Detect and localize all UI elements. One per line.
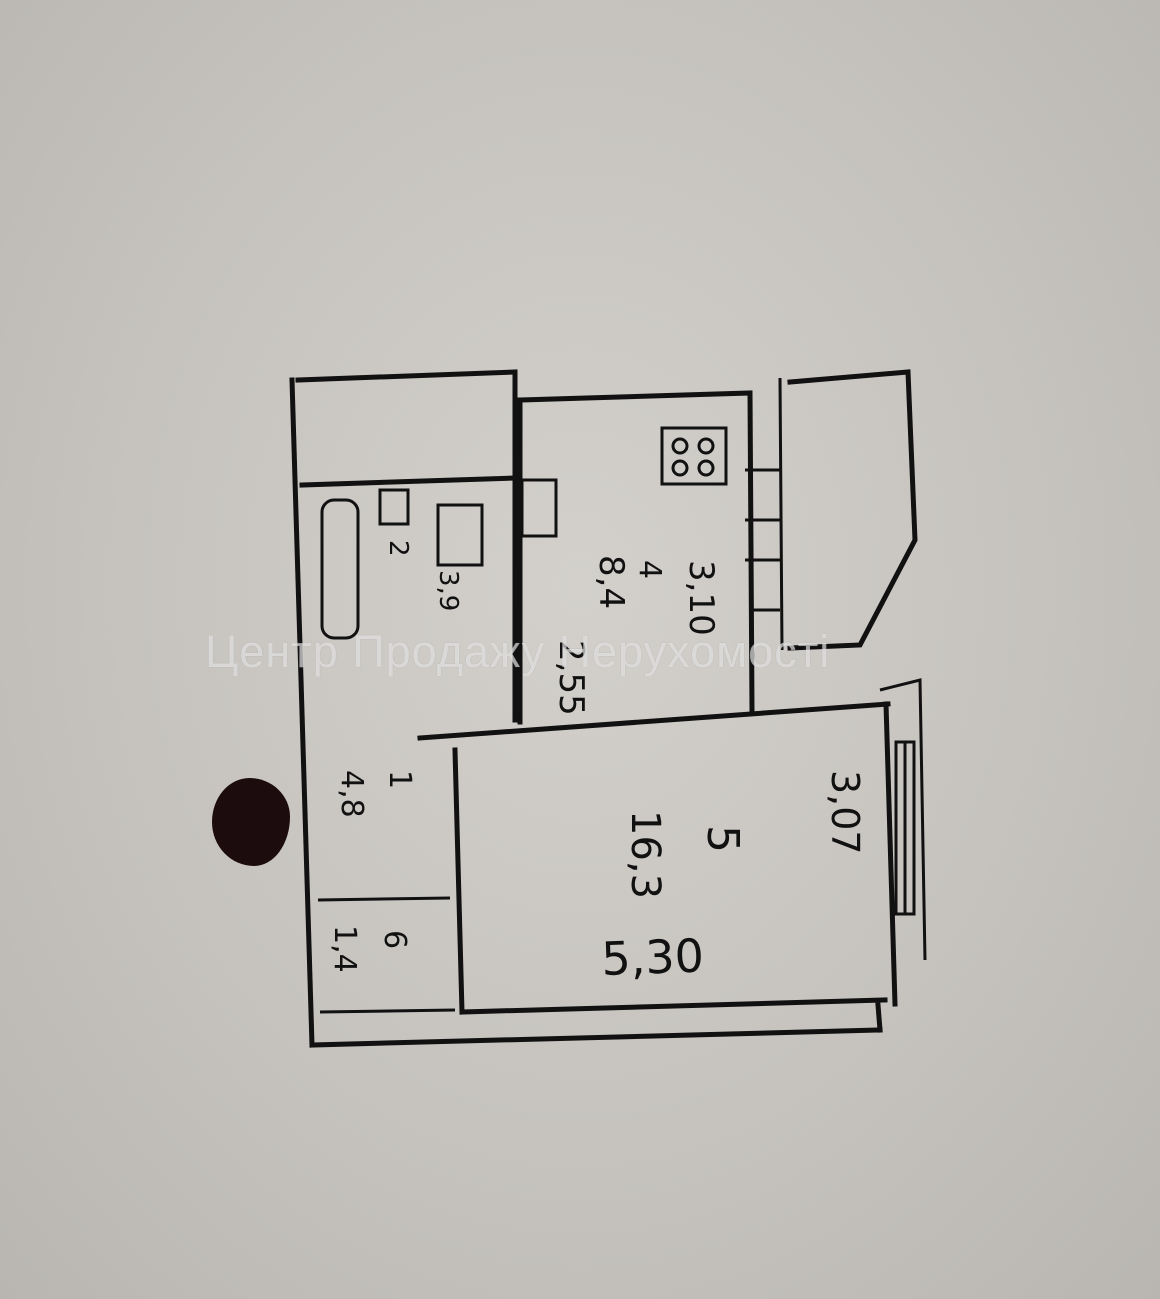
fixtures [320, 426, 728, 640]
living-length-label: 5,30 [600, 928, 704, 986]
hall-number-label: 1 [382, 770, 417, 789]
bathtub-icon [320, 498, 360, 640]
walls [289, 369, 927, 1048]
kitchen-width-label: 3,10 [681, 560, 721, 636]
kitchen-depth-label: 2,55 [551, 640, 591, 716]
bath-area-label: 3,9 [433, 570, 463, 611]
living-area-label: 16,3 [622, 810, 668, 899]
room-labels: 3,10 4 8,4 2,55 2 3,9 1 4,8 6 1,4 5 16,3… [327, 540, 867, 986]
toilet-icon [378, 488, 410, 526]
hall-area-label: 4,8 [334, 770, 369, 818]
watermark-text: Центр Продажу Нерухомості [205, 626, 831, 677]
living-number-label: 5 [697, 825, 748, 853]
sink-icon [436, 503, 484, 567]
closet-number-label: 6 [377, 930, 412, 949]
ink-blot [212, 778, 290, 866]
kitchen-area-label: 8,4 [591, 555, 631, 609]
kitchen-counter-icon [520, 478, 558, 538]
bath-number-label: 2 [383, 540, 413, 557]
stove-icon [660, 426, 728, 486]
closet-area-label: 1,4 [327, 925, 362, 973]
kitchen-number-label: 4 [632, 560, 667, 579]
living-width-label: 3,07 [823, 770, 867, 855]
